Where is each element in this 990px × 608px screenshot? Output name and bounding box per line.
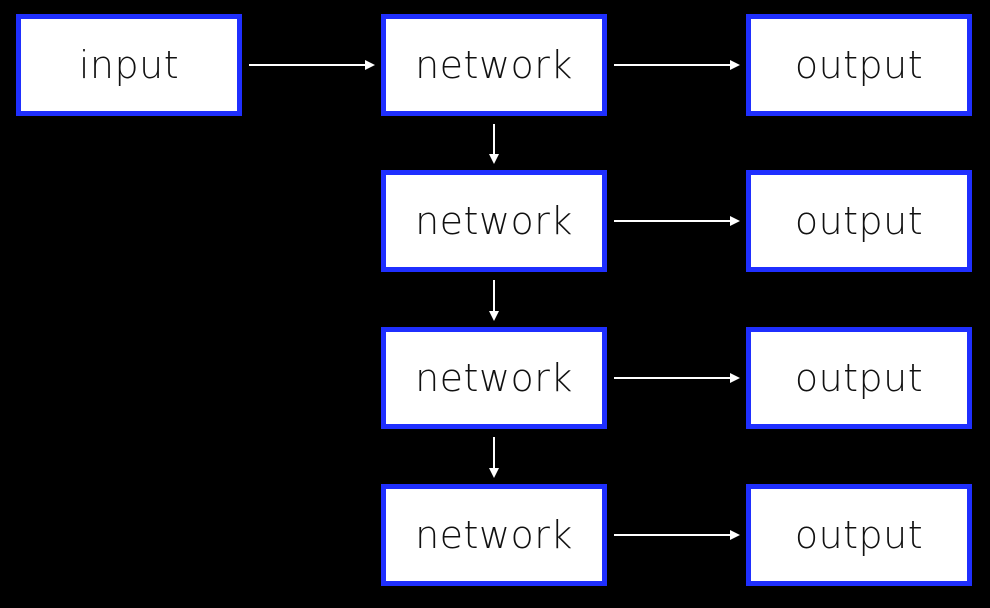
output-label-1: output	[794, 43, 924, 87]
output-label-3: output	[794, 356, 924, 400]
output-label-4: output	[794, 513, 924, 557]
output-box-1: output	[746, 14, 972, 116]
output-label-2: output	[794, 199, 924, 243]
network-box-3: network	[381, 327, 607, 429]
output-box-2: output	[746, 170, 972, 272]
network-label-4: network	[415, 513, 573, 557]
network-box-4: network	[381, 484, 607, 586]
network-label-1: network	[415, 43, 573, 87]
network-box-2: network	[381, 170, 607, 272]
network-box-1: network	[381, 14, 607, 116]
input-box: input	[16, 14, 242, 116]
output-box-4: output	[746, 484, 972, 586]
network-label-3: network	[415, 356, 573, 400]
output-box-3: output	[746, 327, 972, 429]
input-label: input	[78, 43, 180, 87]
network-label-2: network	[415, 199, 573, 243]
